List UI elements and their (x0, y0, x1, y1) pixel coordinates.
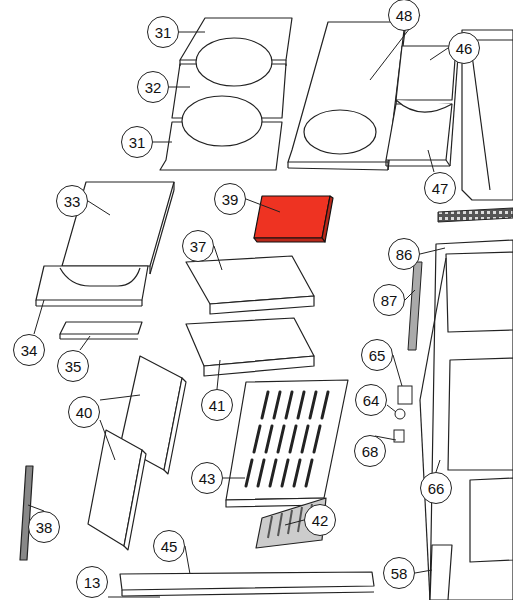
grate-slot (288, 510, 292, 534)
callout-number: 37 (182, 230, 214, 262)
grate-slot (268, 516, 272, 538)
grate-slot (274, 392, 280, 418)
callout-number: 31 (147, 16, 179, 48)
callout-number: 40 (68, 396, 100, 428)
grate-slot (254, 426, 260, 452)
grate-slot (306, 460, 312, 486)
callout-number: 34 (13, 334, 45, 366)
callout-number: 46 (448, 32, 480, 64)
grate-slot (278, 513, 282, 536)
callout-number: 68 (354, 435, 386, 467)
callout-number: 86 (388, 238, 420, 270)
grate-slot (286, 392, 292, 418)
grate-slot (258, 460, 264, 486)
callout-number: 45 (153, 530, 185, 562)
grate-slot (270, 460, 276, 486)
grate-slot (294, 460, 300, 486)
callout-number: 43 (191, 462, 223, 494)
grate-slot (278, 426, 284, 452)
grate-slot (298, 392, 304, 418)
grate-slot (262, 392, 268, 418)
callout-number: 65 (361, 339, 393, 371)
grate-slot (298, 507, 302, 532)
grate-slot (246, 460, 252, 486)
callout-number: 13 (76, 566, 108, 598)
callout-number: 47 (424, 172, 456, 204)
callout-number: 38 (28, 511, 60, 543)
grate-slot (266, 426, 272, 452)
callout-number: 58 (383, 557, 415, 589)
callout-number: 32 (137, 71, 169, 103)
grate-slot (322, 392, 328, 418)
grate-slot (302, 426, 308, 452)
grate-slot (282, 460, 288, 486)
grate-slot (290, 426, 296, 452)
callout-number: 35 (57, 350, 89, 382)
grate-slot (310, 392, 316, 418)
callout-number: 31 (121, 126, 153, 158)
callout-number: 87 (373, 284, 405, 316)
callout-number: 66 (420, 472, 452, 504)
grate-slot (314, 426, 320, 452)
callout-number: 42 (304, 504, 336, 536)
callout-number: 33 (56, 185, 88, 217)
callout-number: 48 (388, 0, 420, 31)
callout-number: 41 (201, 389, 233, 421)
callout-number: 39 (214, 183, 246, 215)
callout-number: 64 (355, 384, 387, 416)
